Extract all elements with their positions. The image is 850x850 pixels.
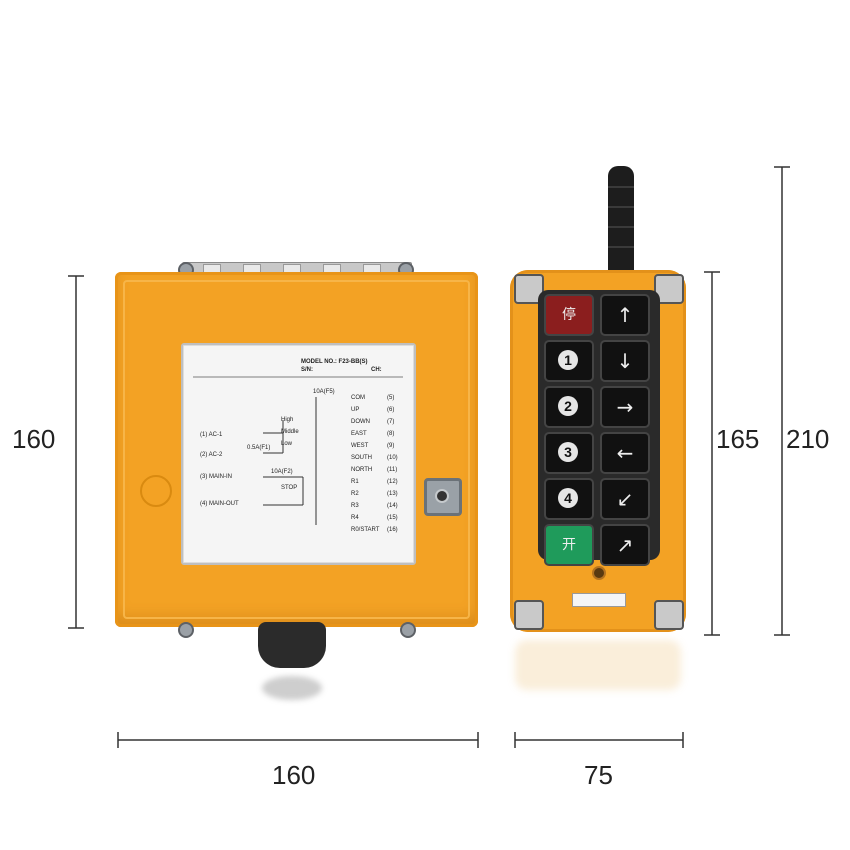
terminal-num: (9) bbox=[387, 443, 395, 449]
remote-height-text: 165 bbox=[716, 424, 760, 454]
screw-icon bbox=[178, 622, 194, 638]
up-button[interactable]: ↑ bbox=[600, 294, 650, 336]
remote-width-text: 75 bbox=[584, 760, 613, 790]
terminal-name: SOUTH bbox=[351, 455, 372, 461]
label-sn: S/N: bbox=[301, 367, 313, 373]
remote-reflection bbox=[515, 640, 681, 690]
stop-button[interactable]: 停 bbox=[544, 294, 594, 336]
left-arrow-icon: ← bbox=[616, 441, 634, 465]
status-led bbox=[592, 566, 606, 580]
button-1[interactable]: 1 bbox=[544, 340, 594, 382]
down-arrow-icon: ↓ bbox=[616, 349, 634, 373]
terminal-num: (10) bbox=[387, 455, 398, 461]
remote-tag bbox=[572, 593, 626, 607]
button-4[interactable]: 4 bbox=[544, 478, 594, 520]
receiver-height-text: 160 bbox=[12, 424, 56, 454]
label-fuse: 10A(F5) bbox=[313, 389, 335, 395]
label-speed: Middle bbox=[281, 429, 299, 435]
south-button[interactable]: ↙ bbox=[600, 478, 650, 520]
terminal-num: (15) bbox=[387, 515, 398, 521]
gland-reflection bbox=[262, 676, 322, 700]
label-speed: High bbox=[281, 417, 294, 423]
terminal-name: COM bbox=[351, 395, 365, 401]
label-input: (3) MAIN-IN bbox=[200, 474, 232, 480]
terminal-name: R3 bbox=[351, 503, 359, 509]
label-fuse3: 10A(F2) bbox=[271, 469, 293, 475]
terminal-num: (11) bbox=[387, 467, 398, 473]
terminal-num: (6) bbox=[387, 407, 395, 413]
label-fuse2: 0.5A(F1) bbox=[247, 445, 271, 451]
terminal-name: DOWN bbox=[351, 419, 370, 425]
label-input: (4) MAIN-OUT bbox=[200, 501, 239, 507]
terminal-num: (12) bbox=[387, 479, 398, 485]
wiring-diagram bbox=[193, 376, 403, 525]
button-3[interactable]: 3 bbox=[544, 432, 594, 474]
button-number: 1 bbox=[558, 350, 578, 370]
receiver-knob bbox=[140, 475, 172, 507]
antenna-icon bbox=[608, 166, 634, 278]
start-icon: 开 bbox=[562, 537, 576, 553]
button-number: 4 bbox=[558, 488, 578, 508]
diag-down-left-icon: ↙ bbox=[616, 487, 634, 511]
terminal-name: R1 bbox=[351, 479, 359, 485]
terminal-name: R2 bbox=[351, 491, 359, 497]
east-button[interactable]: → bbox=[600, 386, 650, 428]
label-speed: Low bbox=[281, 441, 293, 447]
terminal-num: (16) bbox=[387, 527, 398, 533]
stop-icon: 停 bbox=[562, 307, 576, 323]
terminal-num: (8) bbox=[387, 431, 395, 437]
start-button[interactable]: 开 bbox=[544, 524, 594, 566]
north-button[interactable]: ↗ bbox=[600, 524, 650, 566]
label-model: MODEL NO.: F23-BB(S) bbox=[301, 359, 368, 365]
west-button[interactable]: ← bbox=[600, 432, 650, 474]
button-number: 2 bbox=[558, 396, 578, 416]
corner-guard bbox=[514, 600, 544, 630]
terminal-name: R0/START bbox=[351, 527, 380, 533]
cable-gland-icon bbox=[258, 622, 326, 668]
receiver-width-text: 160 bbox=[272, 760, 316, 790]
right-arrow-icon: → bbox=[616, 395, 634, 419]
button-number: 3 bbox=[558, 442, 578, 462]
terminal-name: NORTH bbox=[351, 467, 373, 473]
terminal-name: UP bbox=[351, 407, 360, 413]
antenna-connector-icon bbox=[424, 478, 462, 516]
terminal-num: (7) bbox=[387, 419, 395, 425]
terminal-num: (5) bbox=[387, 395, 395, 401]
terminal-num: (13) bbox=[387, 491, 398, 497]
terminal-name: R4 bbox=[351, 515, 359, 521]
terminal-num: (14) bbox=[387, 503, 398, 509]
total-height-text: 210 bbox=[786, 424, 830, 454]
label-input: (1) AC-1 bbox=[200, 432, 223, 438]
wiring-label: MODEL NO.: F23-BB(S) S/N: CH: 10A(F5) (1… bbox=[181, 343, 416, 565]
corner-guard bbox=[654, 600, 684, 630]
up-arrow-icon: ↑ bbox=[616, 303, 634, 327]
label-ch: CH: bbox=[371, 367, 382, 373]
terminal-name: WEST bbox=[351, 443, 369, 449]
diag-up-right-icon: ↗ bbox=[616, 533, 634, 557]
terminal-name: EAST bbox=[351, 431, 367, 437]
label-stop: STOP bbox=[281, 485, 298, 491]
label-input: (2) AC-2 bbox=[200, 452, 223, 458]
screw-icon bbox=[400, 622, 416, 638]
button-2[interactable]: 2 bbox=[544, 386, 594, 428]
down-button[interactable]: ↓ bbox=[600, 340, 650, 382]
